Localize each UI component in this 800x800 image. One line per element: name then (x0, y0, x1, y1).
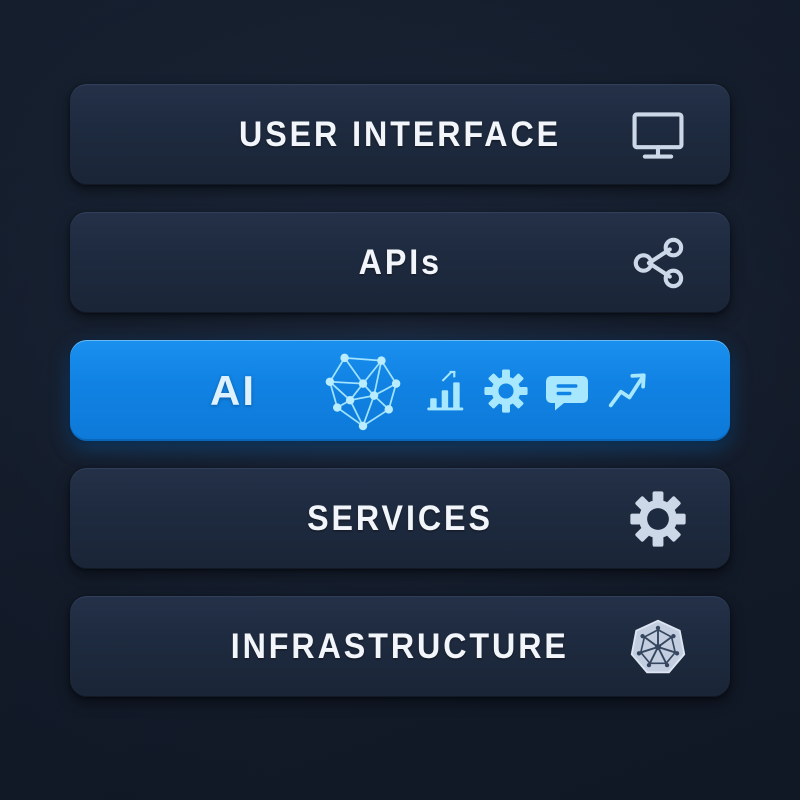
layer-label: APIs (358, 242, 442, 282)
ai-capability-icons (317, 345, 651, 437)
chat-bubble-icon (543, 367, 591, 415)
neural-network-icon (317, 345, 409, 437)
layer-label: SERVICES (307, 498, 493, 538)
gear-icon (483, 368, 529, 414)
trending-up-icon (605, 368, 651, 414)
layer-infrastructure[interactable]: INFRASTRUCTURE (70, 596, 730, 697)
gear-icon (628, 489, 688, 549)
kubernetes-helm-icon (628, 617, 688, 677)
monitor-icon (628, 105, 688, 165)
bar-chart-icon (423, 368, 469, 414)
share-network-icon (628, 233, 688, 293)
layer-services[interactable]: SERVICES (70, 468, 730, 569)
layer-label: INFRASTRUCTURE (230, 626, 570, 666)
layer-stack: USER INTERFACE APIs (70, 84, 730, 697)
layer-apis[interactable]: APIs (70, 212, 730, 313)
layer-label: USER INTERFACE (238, 114, 562, 154)
ai-row-content: AI (96, 345, 704, 437)
ai-label-wrap: AI (149, 367, 317, 415)
layer-label: AI (210, 366, 256, 414)
layer-ai[interactable]: AI (70, 340, 730, 441)
layer-user-interface[interactable]: USER INTERFACE (70, 84, 730, 185)
